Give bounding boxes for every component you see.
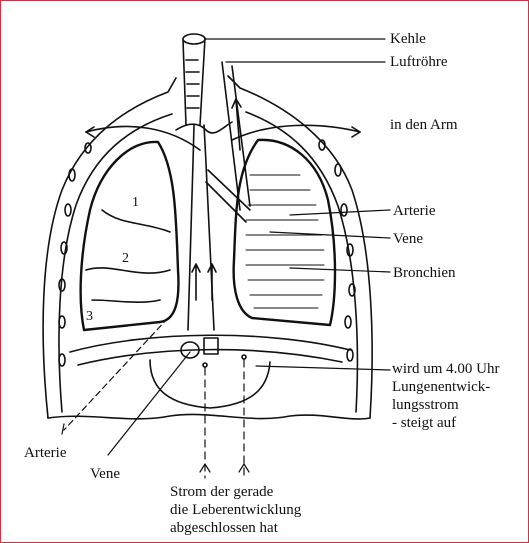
label-strom-note-line-2: Lungenentwick- — [392, 379, 490, 396]
label-arterie-right: Arterie — [393, 203, 435, 220]
up-arrow-icon — [192, 264, 200, 300]
arm-arrow-right — [232, 125, 360, 140]
label-strom-note-line-4: - steigt auf — [392, 415, 456, 432]
label-vene-right: Vene — [393, 231, 423, 248]
label-strom-note-line-3: lungsstrom — [392, 397, 459, 414]
leader-lines — [62, 39, 390, 478]
diaphragm — [48, 335, 370, 419]
label-strom-note-line-1: wird um 4.00 Uhr — [392, 361, 500, 378]
left-lung: 1 2 3 — [81, 142, 179, 330]
label-bottom-line-3: abgeschlossen hat — [170, 520, 278, 537]
label-kehle: Kehle — [390, 31, 426, 48]
lung-lobe-number: 3 — [86, 309, 93, 324]
lung-lobe-number: 1 — [132, 195, 139, 210]
label-bronchien: Bronchien — [393, 265, 455, 282]
bronchial-tree — [206, 170, 250, 222]
label-bottom-line-1: Strom der gerade — [170, 484, 273, 501]
label-vene-left: Vene — [90, 466, 120, 483]
label-arterie-left: Arterie — [24, 445, 66, 462]
label-luftroehre: Luftröhre — [390, 54, 447, 71]
label-in-den-arm: in den Arm — [390, 117, 458, 134]
label-bottom-line-2: die Leberentwicklung — [170, 502, 301, 519]
lung-lobe-number: 2 — [122, 251, 129, 266]
